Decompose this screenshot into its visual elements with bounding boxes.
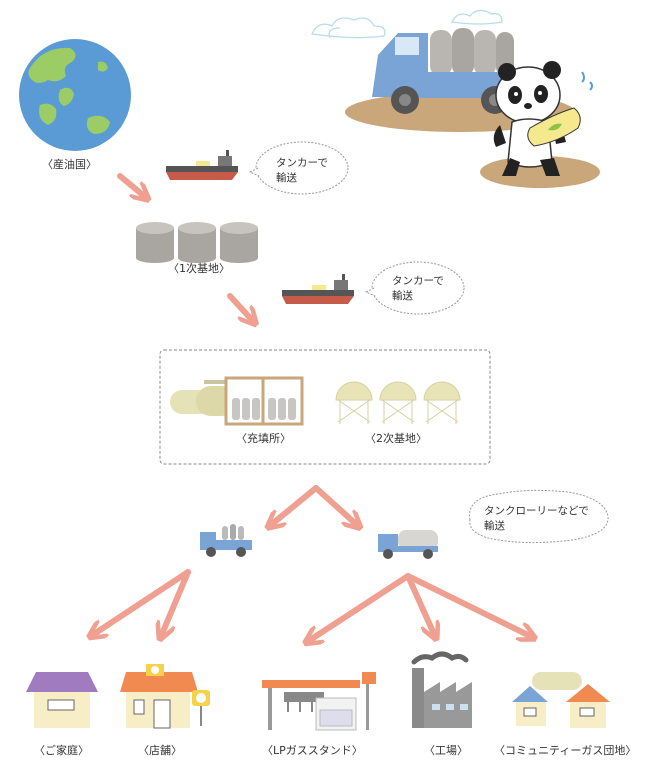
secondary-base-tanks bbox=[335, 381, 461, 424]
label-secondary-base: 〈2次基地〉 bbox=[365, 432, 427, 445]
bubble-lorry-text: タンクローリーなどで 輸送 bbox=[484, 504, 589, 534]
bubble-tanker-1-text: タンカーで 輸送 bbox=[276, 156, 328, 186]
label-home: 〈ご家庭〉 bbox=[34, 744, 89, 757]
speech-bubble-lorry bbox=[469, 489, 609, 544]
label-lp-gas-stand: 〈LPガススタンド〉 bbox=[262, 744, 363, 757]
earth-globe bbox=[19, 39, 131, 151]
bubble-lorry-line2: 輸送 bbox=[484, 520, 505, 532]
bubble-tanker-2-line1: タンカーで bbox=[392, 275, 444, 287]
label-factory: 〈工場〉 bbox=[424, 744, 468, 757]
bubble-tanker-2-line2: 輸送 bbox=[392, 290, 413, 302]
label-filling-station: 〈充填所〉 bbox=[236, 432, 291, 445]
bubble-lorry-line1: タンクローリーなどで bbox=[484, 505, 589, 517]
store-illustration bbox=[120, 664, 210, 729]
label-store: 〈店舗〉 bbox=[138, 744, 182, 757]
tanker-ship-1 bbox=[166, 150, 238, 180]
bubble-tanker-1-line1: タンカーで bbox=[276, 157, 328, 169]
clouds bbox=[311, 9, 503, 39]
label-primary-base: 〈1次基地〉 bbox=[168, 262, 230, 275]
lpg-truck-illustration bbox=[345, 28, 600, 188]
secondary-facilities-box bbox=[159, 349, 491, 465]
filling-station-illustration bbox=[170, 376, 304, 426]
community-gas-complex-illustration bbox=[512, 672, 610, 728]
speech-bubble-tanker-1 bbox=[255, 141, 349, 195]
tank-lorry bbox=[378, 530, 438, 559]
cylinder-delivery-truck bbox=[200, 524, 252, 557]
speech-bubble-tanker-2 bbox=[371, 261, 465, 315]
label-community-gas-complex: 〈コミュニティーガス団地〉 bbox=[494, 744, 637, 757]
flow-arrows bbox=[94, 173, 530, 640]
label-origin-country: 〈産油国〉 bbox=[42, 158, 97, 171]
bubble-tanker-2-text: タンカーで 輸送 bbox=[392, 274, 444, 304]
tanker-ship-2 bbox=[282, 274, 354, 304]
house-illustration bbox=[26, 672, 98, 728]
factory-illustration bbox=[411, 651, 472, 728]
lp-gas-stand-illustration bbox=[262, 672, 376, 731]
primary-base-tanks bbox=[136, 222, 258, 263]
bubble-tanker-1-line2: 輸送 bbox=[276, 172, 297, 184]
